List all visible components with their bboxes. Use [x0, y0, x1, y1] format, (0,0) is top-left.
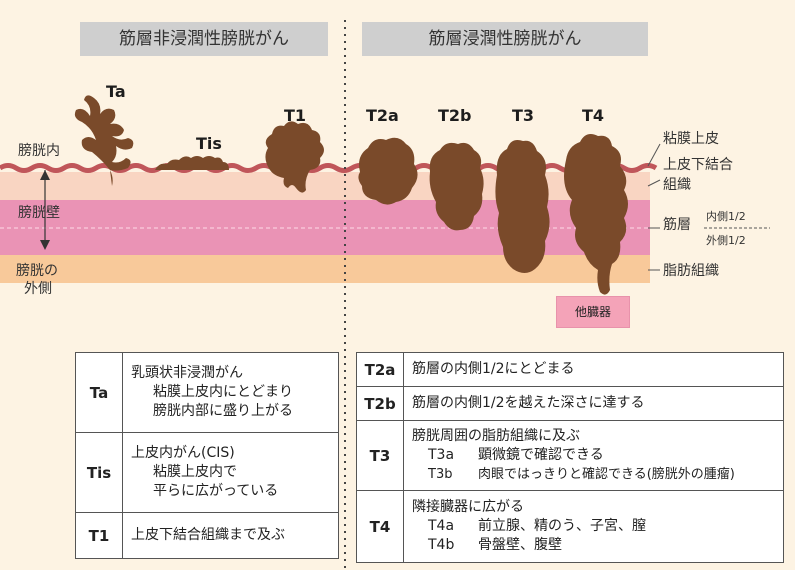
sub-item-t3b: T3b 肉眼ではっきりと確認できる(膀胱外の腫瘤) — [412, 465, 775, 484]
stage-label-t2a: T2a — [366, 106, 399, 125]
label-outer-half: 外側1/2 — [706, 234, 746, 247]
table-row: T4 隣接臓器に広がる T4a 前立腺、精のう、子宮、膣 T4b 骨盤壁、腹壁 — [356, 490, 784, 563]
tumor-t2a — [358, 137, 418, 205]
non-muscle-invasive-table: Ta 乳頭状非浸潤がん 粘膜上皮内にとどまり 膀胱内部に盛り上がる Tis 上皮… — [75, 352, 339, 559]
table-row: T3 膀胱周囲の脂肪組織に及ぶ T3a 顕微鏡で確認できる T3b 肉眼ではっきりと… — [356, 420, 784, 491]
sub-text: 骨盤壁、腹壁 — [478, 537, 562, 553]
wall-axis-arrow-down-icon — [40, 240, 50, 250]
row-desc-ta: 乳頭状非浸潤がん 粘膜上皮内にとどまり 膀胱内部に盛り上がる — [122, 352, 339, 433]
header-non-muscle-invasive: 筋層非浸潤性膀胱がん — [80, 22, 328, 56]
sub-text: 肉眼ではっきりと確認できる(膀胱外の腫瘤) — [478, 467, 735, 482]
row-desc-t2b: 筋層の内側1/2を越えた深さに達する — [403, 386, 784, 421]
desc-line: 膀胱周囲の脂肪組織に及ぶ — [412, 428, 580, 444]
sub-code: T4b — [428, 537, 455, 553]
label-bladder-outside-2: 外側 — [24, 281, 52, 297]
desc-line: 隣接臓器に広がる — [412, 499, 524, 515]
table-row: T1 上皮下結合組織まで及ぶ — [75, 512, 339, 559]
sub-code: T3b — [428, 467, 453, 482]
desc-line: 膀胱内部に盛り上がる — [153, 403, 293, 419]
sub-text: 顕微鏡で確認できる — [478, 447, 604, 463]
label-mucosa: 粘膜上皮 — [663, 131, 719, 147]
desc-line: 粘膜上皮内で — [153, 464, 237, 480]
desc-line: 平らに広がっている — [153, 483, 279, 499]
header-muscle-invasive: 筋層浸潤性膀胱がん — [362, 22, 648, 56]
other-organ-box: 他臓器 — [556, 296, 630, 328]
leader-mucosa — [647, 143, 661, 167]
table-row: Tis 上皮内がん(CIS) 粘膜上皮内で 平らに広がっている — [75, 432, 339, 513]
label-bladder-inside: 膀胱内 — [18, 143, 60, 159]
sub-code: T3a — [428, 447, 455, 463]
row-code-tis: Tis — [75, 432, 123, 513]
row-desc-tis: 上皮内がん(CIS) 粘膜上皮内で 平らに広がっている — [122, 432, 339, 513]
stage-label-ta: Ta — [106, 82, 126, 101]
wall-axis-arrow-up-icon — [40, 170, 50, 180]
label-bladder-outside-1: 膀胱の — [16, 263, 58, 279]
row-desc-t4: 隣接臓器に広がる T4a 前立腺、精のう、子宮、膣 T4b 骨盤壁、腹壁 — [403, 490, 784, 563]
sub-item-t3a: T3a 顕微鏡で確認できる — [412, 446, 775, 465]
row-desc-t3: 膀胱周囲の脂肪組織に及ぶ T3a 顕微鏡で確認できる T3b 肉眼ではっきりと確認で… — [403, 420, 784, 491]
row-code-t4: T4 — [356, 490, 404, 563]
table-row: T2a 筋層の内側1/2にとどまる — [356, 352, 784, 387]
stage-label-t1: T1 — [284, 106, 307, 125]
stage-label-t2b: T2b — [438, 106, 472, 125]
row-code-t3: T3 — [356, 420, 404, 491]
label-bladder-wall: 膀胱壁 — [18, 205, 60, 221]
tumor-t4 — [564, 134, 628, 295]
tumor-t2b — [429, 142, 484, 231]
tumor-t1 — [265, 121, 324, 193]
table-row: Ta 乳頭状非浸潤がん 粘膜上皮内にとどまり 膀胱内部に盛り上がる — [75, 352, 339, 433]
sub-item-t4b: T4b 骨盤壁、腹壁 — [412, 536, 775, 555]
label-subepithelial-2: 組織 — [663, 177, 691, 193]
label-subepithelial-1: 上皮下結合 — [663, 157, 733, 173]
sub-code: T4a — [428, 518, 455, 534]
label-inner-half: 内側1/2 — [706, 210, 746, 223]
muscle-invasive-table: T2a 筋層の内側1/2にとどまる T2b 筋層の内側1/2を越えた深さに達する… — [356, 352, 784, 563]
row-code-t2b: T2b — [356, 386, 404, 421]
leader-subepithelial — [647, 179, 661, 187]
tumor-ta — [74, 95, 134, 186]
stage-label-t3: T3 — [512, 106, 535, 125]
row-desc-t2a: 筋層の内側1/2にとどまる — [403, 352, 784, 387]
stage-label-t4: T4 — [582, 106, 605, 125]
label-muscle: 筋層 — [663, 217, 691, 233]
table-row: T2b 筋層の内側1/2を越えた深さに達する — [356, 386, 784, 421]
tumor-t3 — [495, 140, 550, 273]
row-code-ta: Ta — [75, 352, 123, 433]
tumor-tis — [155, 156, 229, 170]
row-code-t2a: T2a — [356, 352, 404, 387]
row-desc-t1: 上皮下結合組織まで及ぶ — [122, 512, 339, 559]
sub-item-t4a: T4a 前立腺、精のう、子宮、膣 — [412, 517, 775, 536]
tumors — [74, 95, 628, 295]
label-fat: 脂肪組織 — [663, 263, 719, 279]
sub-text: 前立腺、精のう、子宮、膣 — [478, 518, 646, 534]
desc-line: 上皮内がん(CIS) — [131, 445, 235, 461]
desc-line: 乳頭状非浸潤がん — [131, 365, 243, 381]
stage-label-tis: Tis — [196, 134, 222, 153]
row-code-t1: T1 — [75, 512, 123, 559]
desc-line: 粘膜上皮内にとどまり — [153, 384, 293, 400]
